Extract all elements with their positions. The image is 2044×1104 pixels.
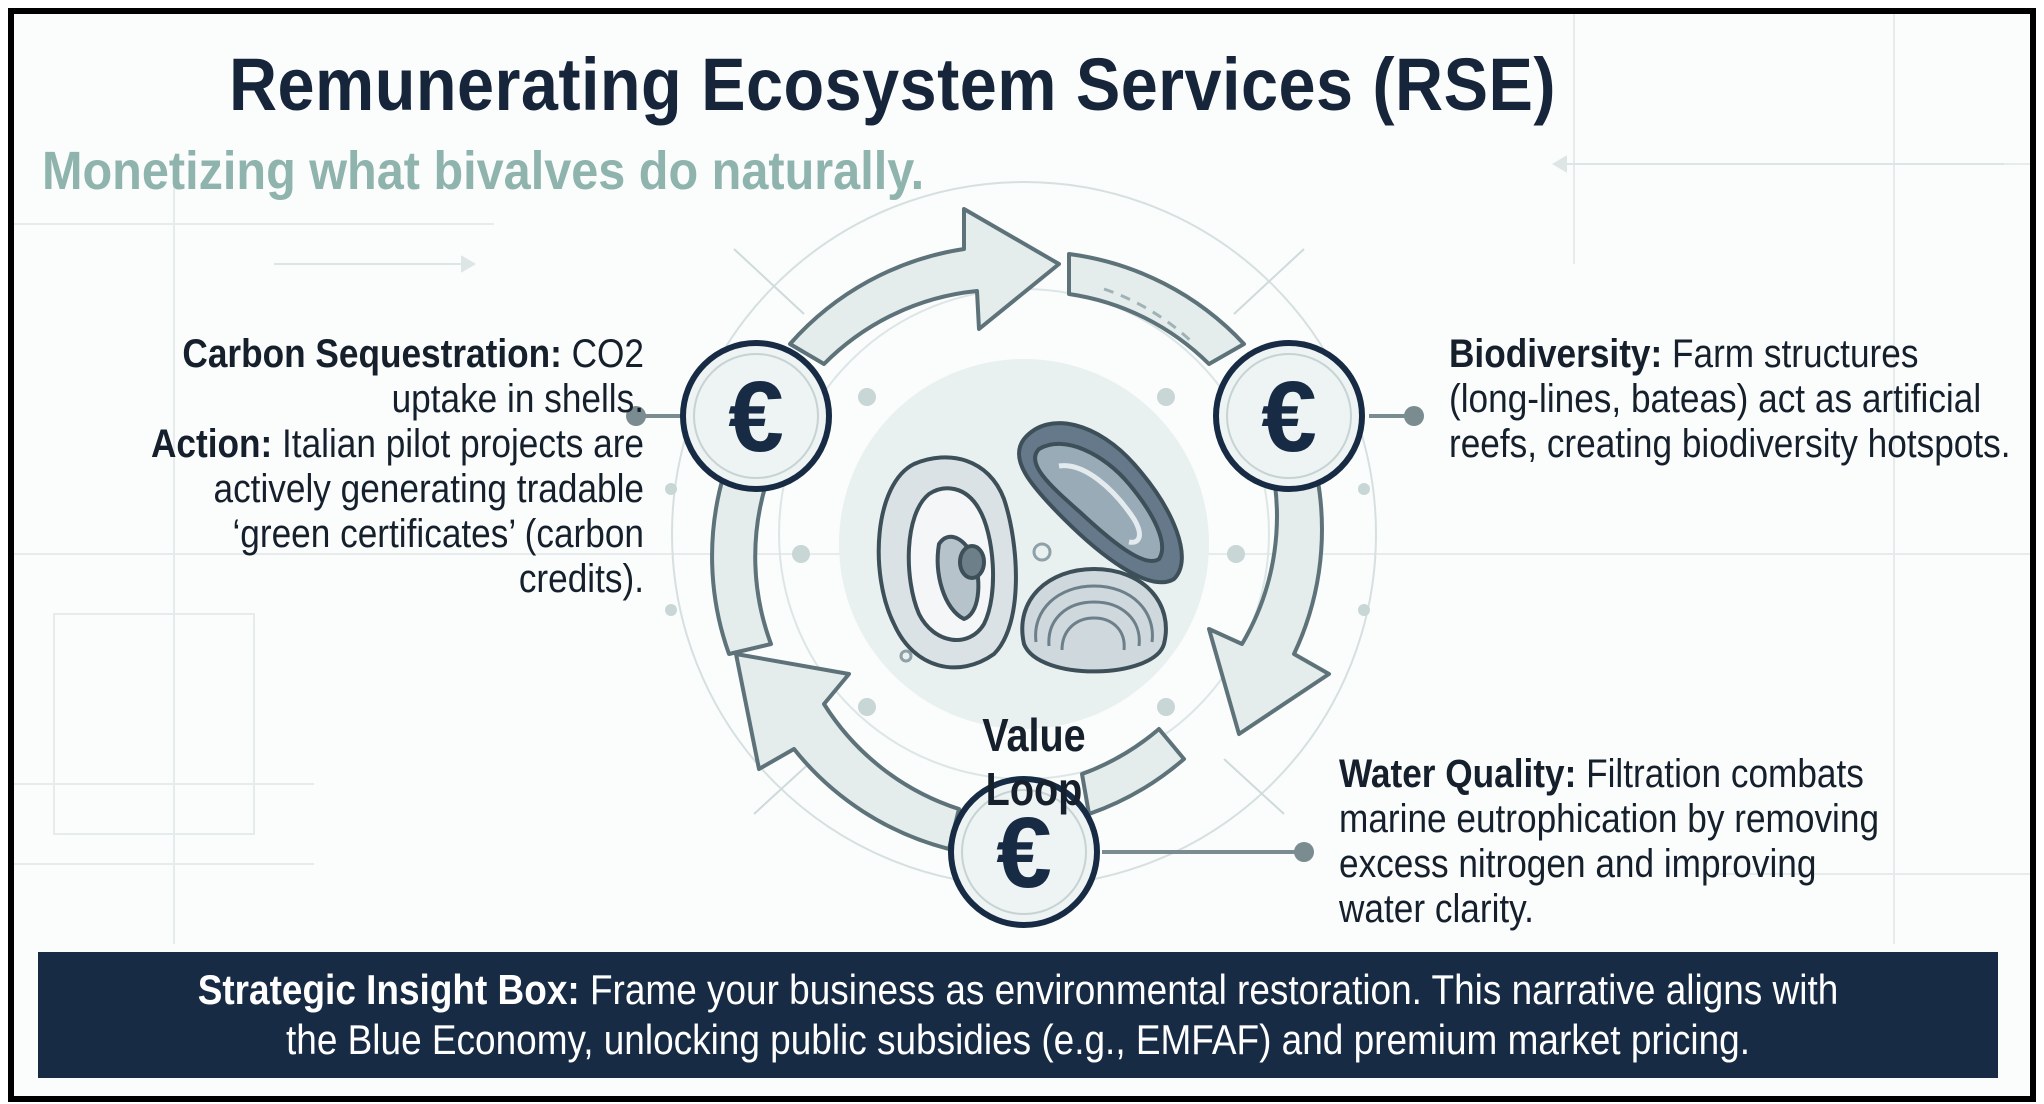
leader-dots	[626, 406, 1424, 862]
guide-dots	[665, 388, 1370, 716]
background-arrow-right	[274, 155, 2004, 273]
svg-text:€: €	[1261, 361, 1317, 473]
euro-icon: €	[948, 776, 1100, 928]
svg-text:€: €	[996, 797, 1052, 909]
biodiversity-heading: Biodiversity:	[1449, 332, 1663, 376]
water-heading: Water Quality:	[1339, 752, 1577, 796]
circular-arrow-icon	[710, 207, 1331, 851]
action-heading: Action:	[151, 422, 273, 466]
infographic-frame: € € €	[8, 8, 2036, 1102]
water-quality-callout: Water Quality: Filtration combats marine…	[1339, 752, 1885, 932]
euro-icon: €	[680, 340, 832, 492]
guide-ticks	[733, 248, 1305, 815]
biodiversity-callout: Biodiversity: Farm structures (long-line…	[1449, 332, 2012, 467]
diagram-graphic: € € €	[14, 14, 2030, 944]
clam-icon	[1020, 567, 1168, 674]
page-subtitle: Monetizing what bivalves do naturally.	[42, 141, 925, 201]
insight-heading: Strategic Insight Box:	[197, 966, 580, 1013]
carbon-text: CO2 uptake in shells.	[391, 332, 644, 421]
water-text: Filtration combats marine eutrophication…	[1339, 752, 1880, 931]
loop-dash-accent	[1103, 287, 1196, 346]
carbon-heading: Carbon Sequestration:	[182, 332, 562, 376]
biodiversity-text: Farm structures (long-lines, bateas) act…	[1449, 332, 2011, 466]
mussel-icon	[1017, 421, 1184, 585]
strategic-insight-box: Strategic Insight Box: Frame your busine…	[38, 952, 1998, 1078]
value-loop-label: Value Loop	[982, 709, 1086, 815]
oyster-icon	[876, 455, 1018, 670]
insight-text: Frame your business as environmental res…	[286, 966, 1839, 1063]
euro-icon: €	[1213, 340, 1365, 492]
bubble-icons	[899, 542, 1052, 663]
svg-text:€: €	[728, 361, 784, 473]
carbon-sequestration-callout: Carbon Sequestration: CO2 uptake in shel…	[107, 332, 644, 602]
page-title: Remunerating Ecosystem Services (RSE)	[229, 43, 1556, 126]
action-text: Italian pilot projects are actively gene…	[213, 422, 644, 601]
